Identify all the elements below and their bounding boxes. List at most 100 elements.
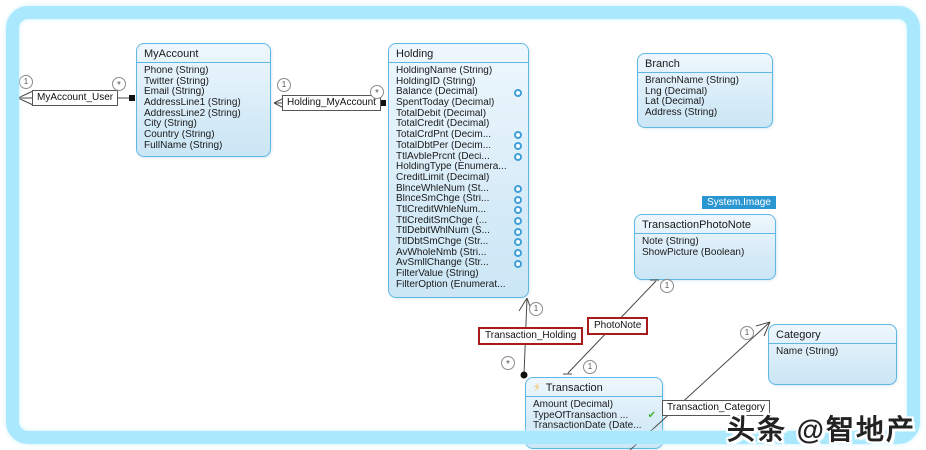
field-label: Name (String) — [776, 347, 839, 357]
entity-title: TransactionPhotoNote — [642, 219, 752, 231]
entity-field[interactable]: Amount (Decimal) — [533, 400, 656, 411]
entity-field[interactable]: AddressLine1 (String) — [144, 98, 264, 109]
multiplicity-badge: 1 — [583, 360, 597, 374]
relationship-label-holding-myaccount[interactable]: Holding_MyAccount — [282, 95, 381, 111]
blue-dot-icon — [514, 206, 522, 215]
field-label: BlnceSmChge (Stri... — [396, 194, 490, 205]
category-header[interactable]: Category — [769, 325, 896, 344]
field-label: Lat (Decimal) — [645, 97, 705, 108]
entity-field[interactable]: TtlDbtSmChge (Str... — [396, 237, 522, 248]
entity-field[interactable]: HoldingName (String) — [396, 66, 522, 77]
multiplicity-badge: 1 — [740, 326, 754, 340]
entity-title: Transaction — [545, 382, 603, 394]
entity-field[interactable]: HoldingType (Enumera... — [396, 162, 522, 173]
relationship-label-transaction-holding[interactable]: Transaction_Holding — [478, 327, 584, 345]
field-label: HoldingType (Enumera... — [396, 162, 507, 173]
field-label: AddressLine1 (String) — [144, 98, 241, 109]
field-label: Note (String) — [642, 237, 699, 247]
entity-field[interactable]: TotalCredit (Decimal) — [396, 119, 522, 130]
blue-dot-icon — [514, 88, 522, 97]
field-label: TtlAvblePrcnt (Deci... — [396, 151, 490, 162]
relationship-label-photonote[interactable]: PhotoNote — [587, 317, 649, 335]
entity-field[interactable]: TypeOfTransaction ...✔ — [533, 409, 656, 422]
multiplicity-badge: 1 — [529, 302, 543, 316]
entity-field[interactable]: TotalDbtPer (Decim... — [396, 141, 522, 152]
entity-field[interactable]: Balance (Decimal) — [396, 87, 522, 98]
entity-field[interactable]: Email (String) — [144, 87, 264, 98]
field-label: Twitter (String) — [144, 76, 210, 87]
field-label: TotalCredit (Decimal) — [396, 119, 490, 130]
green-check-icon: ✔ — [647, 409, 656, 421]
branch-header[interactable]: Branch — [638, 54, 772, 73]
blue-dot-icon — [514, 227, 522, 236]
arrowhead-icon — [17, 90, 34, 106]
entity-field[interactable]: Twitter (String) — [144, 77, 264, 88]
blue-dot-icon — [514, 142, 522, 151]
field-label: Country (String) — [144, 130, 215, 141]
field-label: HoldingID (String) — [396, 76, 476, 87]
multiplicity-badge: 1 — [277, 78, 291, 92]
field-label: FilterOption (Enumerat... — [396, 279, 506, 290]
entity-field[interactable]: FilterOption (Enumerat... — [396, 280, 522, 291]
entity-field[interactable]: Address (String) — [645, 108, 766, 119]
entity-title: Holding — [396, 48, 434, 60]
entity-field[interactable]: TotalCrdPnt (Decim... — [396, 130, 522, 141]
field-label: TransactionDate (Date... — [533, 421, 642, 432]
field-label: Email (String) — [144, 87, 205, 98]
entity-field[interactable]: BlnceSmChge (Stri... — [396, 194, 522, 205]
field-label: TotalDebit (Decimal) — [396, 108, 487, 119]
multiplicity-badge: 1 — [660, 279, 674, 293]
entity-field[interactable]: TtlCreditWhleNum... — [396, 205, 522, 216]
blue-dot-icon — [514, 184, 522, 193]
entity-field[interactable]: FullName (String) — [144, 141, 264, 152]
field-label: AddressLine2 (String) — [144, 108, 241, 119]
field-label: AvWholeNmb (Stri... — [396, 247, 487, 258]
field-label: CreditLimit (Decimal) — [396, 172, 490, 183]
entity-field[interactable]: CreditLimit (Decimal) — [396, 173, 522, 184]
entity-field[interactable]: BlnceWhleNum (St... — [396, 184, 522, 195]
entity-field[interactable]: Lat (Decimal) — [645, 97, 766, 108]
transactionphotonote-header[interactable]: TransactionPhotoNote — [635, 215, 775, 234]
multiplicity-badge: * — [501, 356, 515, 370]
entity-field[interactable]: BranchName (String) — [645, 76, 766, 87]
entity-field[interactable]: City (String) — [144, 119, 264, 130]
holding-header[interactable]: Holding — [389, 44, 528, 63]
entity-field[interactable]: HoldingID (String) — [396, 77, 522, 88]
entity-field[interactable]: FilterValue (String) — [396, 269, 522, 280]
field-label: HoldingName (String) — [396, 66, 493, 76]
field-label: FilterValue (String) — [396, 269, 479, 280]
entity-field[interactable]: Phone (String) — [144, 66, 264, 77]
endpoint-dot-icon — [520, 371, 528, 379]
entity-field[interactable]: Note (String) — [642, 237, 769, 248]
entity-field[interactable]: ShowPicture (Boolean) — [642, 248, 769, 259]
entity-field[interactable]: TransactionDate (Date... — [533, 421, 656, 432]
entity-field[interactable]: AddressLine2 (String) — [144, 109, 264, 120]
field-label: TtlCreditSmChge (... — [396, 215, 488, 226]
entity-field[interactable]: TtlDebitWhlNum (S... — [396, 226, 522, 237]
entity-field[interactable]: AvWholeNmb (Stri... — [396, 248, 522, 259]
relationship-label-myaccount-user[interactable]: MyAccount_User — [32, 90, 119, 106]
entity-field[interactable]: Lng (Decimal) — [645, 87, 766, 98]
entity-field[interactable]: Name (String) — [776, 347, 890, 358]
transaction-header[interactable]: ⚡Transaction — [526, 378, 662, 397]
entity-field[interactable]: Country (String) — [144, 130, 264, 141]
field-label: City (String) — [144, 119, 197, 130]
blue-dot-icon — [514, 131, 522, 140]
entity-field[interactable]: TtlAvblePrcnt (Deci... — [396, 152, 522, 163]
entity-field[interactable]: AvSmllChange (Str... — [396, 258, 522, 269]
entity-field[interactable]: TtlCreditSmChge (... — [396, 216, 522, 227]
entity-field[interactable]: SpentToday (Decimal) — [396, 98, 522, 109]
field-label: TtlDbtSmChge (Str... — [396, 237, 489, 247]
blue-dot-icon — [514, 259, 522, 268]
field-label: TotalDbtPer (Decim... — [396, 140, 492, 151]
myaccount-header[interactable]: MyAccount — [137, 44, 270, 63]
blue-dot-icon — [514, 152, 522, 161]
entity-field[interactable]: TotalDebit (Decimal) — [396, 109, 522, 120]
